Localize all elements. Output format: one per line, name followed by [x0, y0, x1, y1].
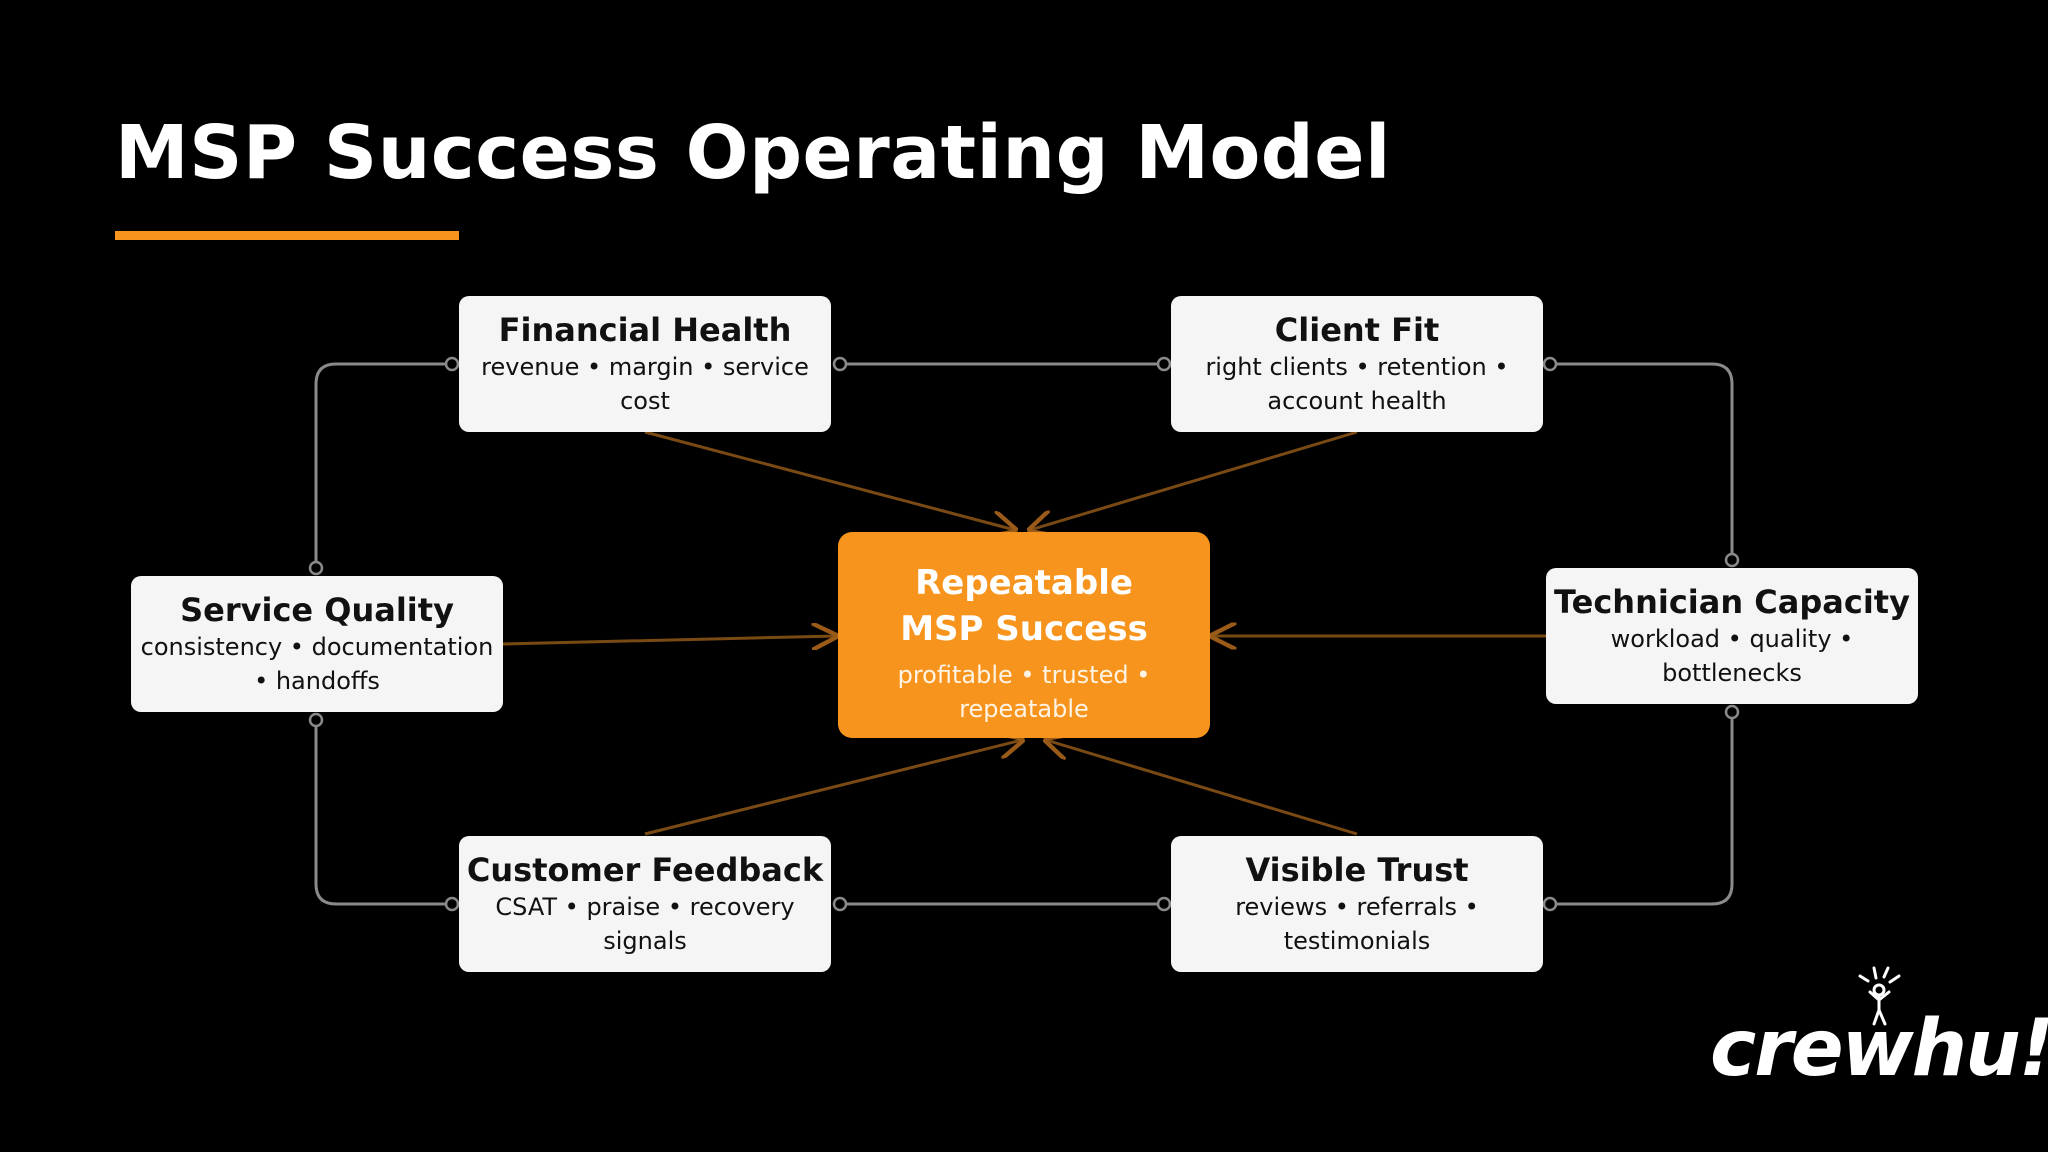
spoke-feedback-to-center	[644, 740, 1022, 836]
ring-connector-technician-trust	[1550, 712, 1734, 906]
card-title: Service Quality	[180, 591, 454, 629]
card-subtitle: revenue • margin • service cost	[481, 353, 809, 415]
card-subtitle: reviews • referrals • testimonials	[1235, 893, 1479, 955]
cheering-person-icon	[1858, 966, 1901, 1026]
logo-wordmark: crewhu!	[1710, 1004, 2048, 1094]
card-subtitle: right clients • retention • account heal…	[1205, 353, 1509, 415]
spoke-client-to-center	[1030, 430, 1358, 530]
ring-connector-quality-financial	[314, 362, 452, 568]
card-title: Client Fit	[1274, 311, 1440, 349]
hub-subtitle: profitable • trusted • repeatable	[897, 661, 1151, 723]
card-title: Customer Feedback	[466, 851, 824, 889]
crewhu-logo: crewhu!	[1700, 966, 2048, 1110]
card-title: Technician Capacity	[1554, 583, 1910, 621]
spoke-financial-to-center	[644, 430, 1015, 530]
visible-trust-card: Visible Trust reviews • referrals • test…	[1171, 836, 1543, 972]
card-title: Visible Trust	[1245, 851, 1469, 889]
card-title: Financial Health	[498, 311, 792, 349]
hub-title: Repeatable MSP Success	[900, 563, 1148, 649]
technician-capacity-card: Technician Capacity workload • quality •…	[1546, 568, 1918, 704]
client-fit-card: Client Fit right clients • retention • a…	[1171, 296, 1543, 432]
service-quality-card: Service Quality consistency • documentat…	[131, 576, 503, 712]
card-subtitle: consistency • documentation • handoffs	[140, 633, 494, 695]
center-hub-card: Repeatable MSP Success profitable • trus…	[838, 532, 1210, 738]
spoke-quality-to-center	[502, 636, 836, 644]
card-subtitle: CSAT • praise • recovery signals	[495, 893, 795, 955]
card-subtitle: workload • quality • bottlenecks	[1610, 625, 1854, 687]
ring-connector-client-technician	[1550, 362, 1734, 560]
page-title: MSP Success Operating Model	[115, 110, 1391, 196]
spoke-trust-to-center	[1046, 740, 1358, 836]
customer-feedback-card: Customer Feedback CSAT • praise • recove…	[459, 836, 831, 972]
title-underline	[115, 231, 459, 240]
ring-connector-feedback-quality	[314, 720, 452, 906]
financial-health-card: Financial Health revenue • margin • serv…	[459, 296, 831, 432]
